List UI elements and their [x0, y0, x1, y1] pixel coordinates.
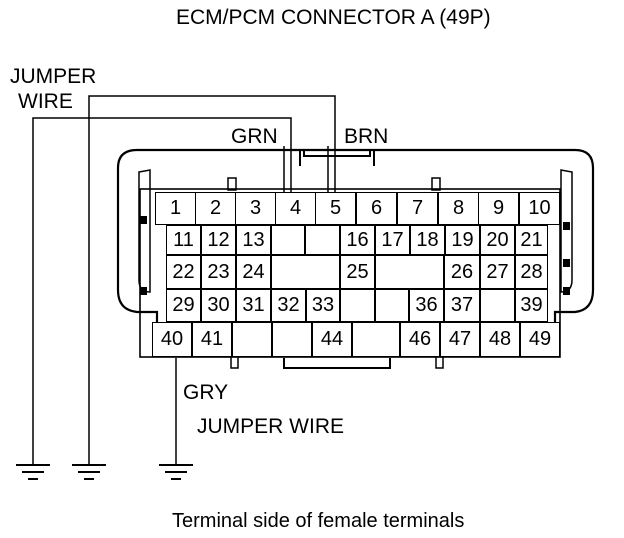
terminal-37: 37 — [444, 289, 480, 322]
terminal-44: 44 — [312, 322, 352, 357]
empty-cavity — [375, 289, 409, 322]
terminal-9: 9 — [478, 192, 519, 225]
terminal-1: 1 — [155, 192, 196, 225]
pin-area-frame — [139, 188, 561, 358]
terminal-49: 49 — [520, 322, 560, 357]
terminal-32: 32 — [271, 289, 306, 322]
terminal-8: 8 — [438, 192, 479, 225]
terminal-41: 41 — [192, 322, 232, 357]
brn-wire-label: BRN — [344, 125, 389, 148]
terminal-25: 25 — [340, 255, 375, 289]
terminal-18: 18 — [410, 225, 445, 255]
ground-icon-1 — [16, 464, 50, 480]
terminal-47: 47 — [440, 322, 480, 357]
jumper-wire-to-pin4 — [32, 117, 292, 465]
terminal-12: 12 — [201, 225, 236, 255]
empty-cavity — [271, 225, 305, 255]
terminal-19: 19 — [445, 225, 480, 255]
empty-cavity — [271, 255, 340, 289]
terminal-11: 11 — [166, 225, 201, 255]
terminal-23: 23 — [201, 255, 236, 289]
jumper-wire-to-pin5 — [88, 95, 336, 465]
terminal-3: 3 — [235, 192, 276, 225]
terminal-13: 13 — [236, 225, 271, 255]
terminal-39: 39 — [515, 289, 548, 322]
connector-title: ECM/PCM CONNECTOR A (49P) — [176, 6, 491, 29]
housing-keys — [140, 216, 570, 295]
empty-cavity — [352, 322, 400, 357]
terminal-31: 31 — [236, 289, 271, 322]
empty-cavity — [305, 225, 340, 255]
empty-cavity — [340, 289, 375, 322]
terminal-46: 46 — [400, 322, 440, 357]
terminal-22: 22 — [166, 255, 201, 289]
terminal-36: 36 — [409, 289, 444, 322]
terminal-5: 5 — [315, 192, 356, 225]
grn-wire-label: GRN — [231, 125, 278, 148]
terminal-4: 4 — [275, 192, 316, 225]
terminal-side-caption: Terminal side of female terminals — [172, 510, 465, 532]
terminal-27: 27 — [480, 255, 515, 289]
empty-cavity — [480, 289, 515, 322]
terminal-48: 48 — [480, 322, 520, 357]
terminal-26: 26 — [444, 255, 480, 289]
terminal-17: 17 — [375, 225, 410, 255]
empty-cavity — [375, 255, 444, 289]
terminal-21: 21 — [515, 225, 548, 255]
jumper-wire-bottom-label: JUMPER WIRE — [197, 415, 344, 438]
terminal-2: 2 — [195, 192, 236, 225]
terminal-10: 10 — [519, 192, 560, 225]
terminal-7: 7 — [397, 192, 438, 225]
terminal-24: 24 — [236, 255, 271, 289]
ground-icon-3 — [159, 464, 193, 480]
terminal-16: 16 — [340, 225, 375, 255]
gry-wire-label: GRY — [183, 381, 229, 404]
terminal-40: 40 — [152, 322, 192, 357]
jumper-wire-label-line2: WIRE — [18, 90, 73, 113]
ground-icon-2 — [72, 464, 106, 480]
terminal-28: 28 — [515, 255, 548, 289]
terminal-33: 33 — [306, 289, 340, 322]
empty-cavity — [272, 322, 312, 357]
jumper-wire-label-line1: JUMPER — [10, 65, 97, 88]
terminal-30: 30 — [201, 289, 236, 322]
terminal-29: 29 — [166, 289, 201, 322]
terminal-6: 6 — [356, 192, 397, 225]
terminal-20: 20 — [480, 225, 515, 255]
empty-cavity — [232, 322, 272, 357]
